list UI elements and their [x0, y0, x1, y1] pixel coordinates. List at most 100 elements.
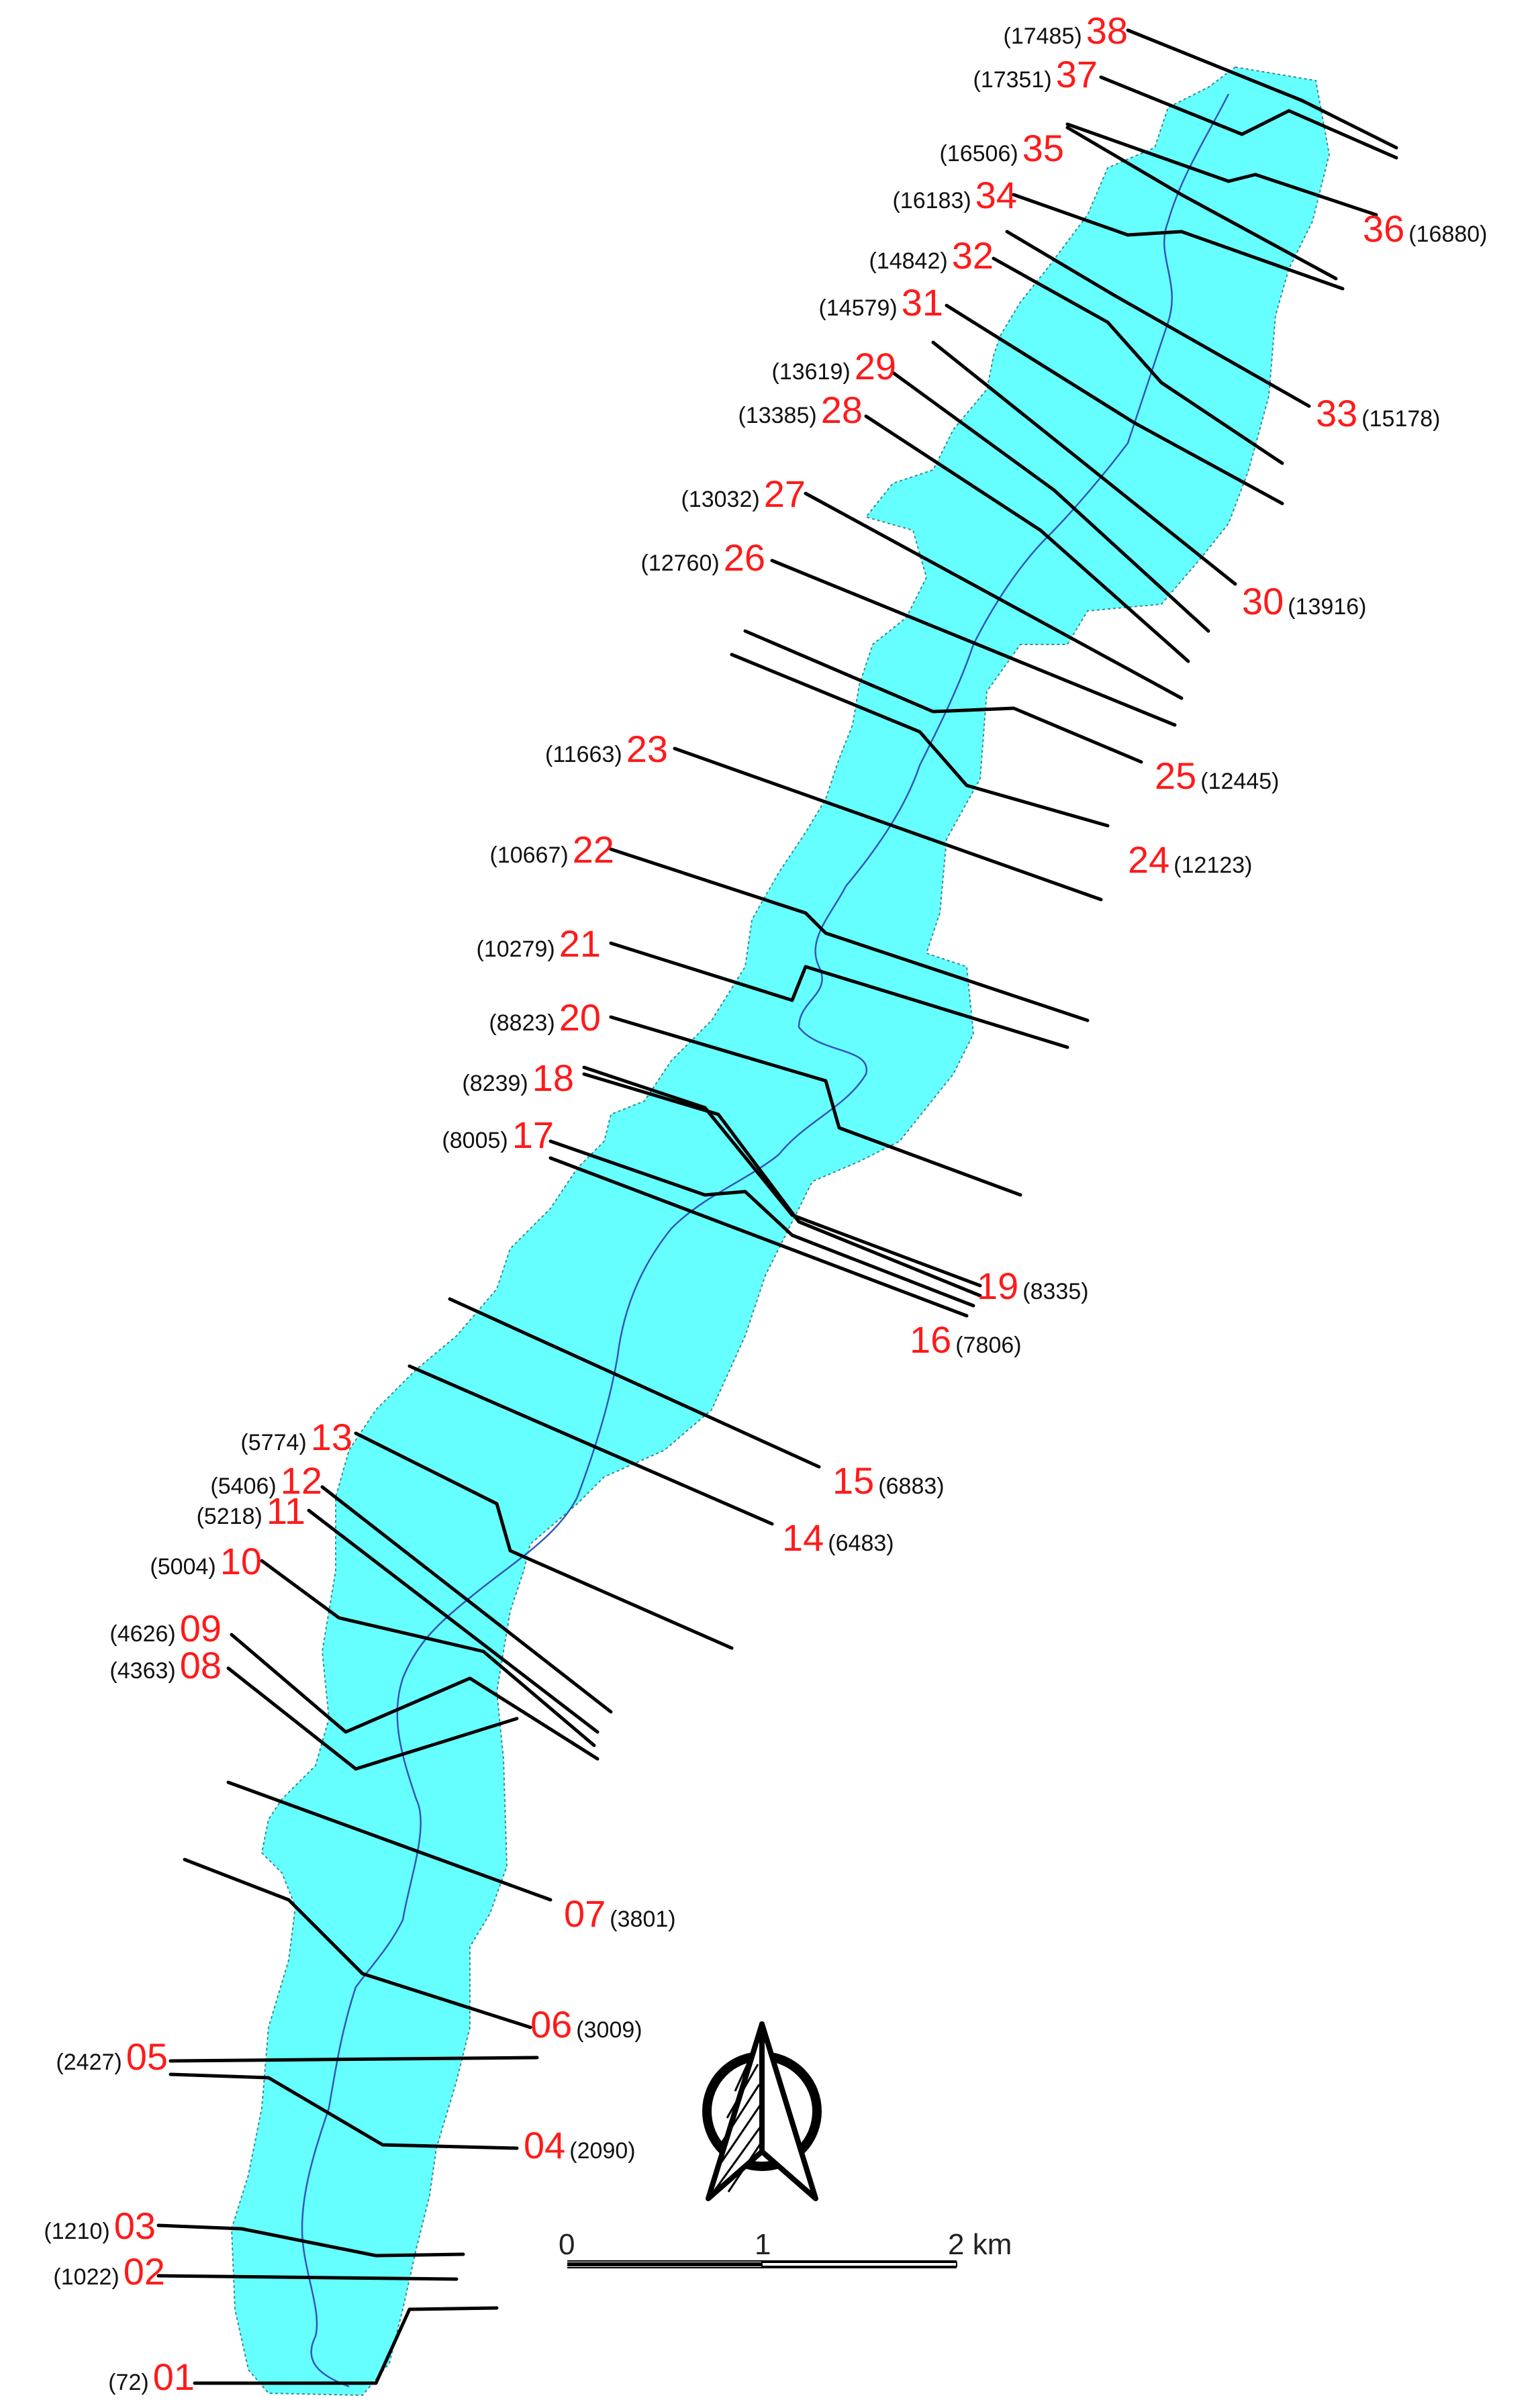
- scale-label-1: 1: [755, 2228, 771, 2261]
- cross-section-line-29: [891, 371, 1210, 633]
- cross-section-chainage: (5774): [240, 1430, 306, 1455]
- cross-section-label-24: 24(12123): [1128, 838, 1253, 881]
- cross-section-label-34: (16183)34: [893, 174, 1018, 216]
- cross-section-number: 38: [1086, 9, 1128, 52]
- scale-bar-segment-dark: [567, 2262, 762, 2266]
- north-arrow-icon: [702, 2021, 822, 2201]
- cross-section-label-19: 19(8335): [977, 1265, 1089, 1307]
- cross-section-line-33: [1005, 230, 1311, 408]
- cross-section-label-12: (5406)12: [210, 1459, 322, 1502]
- cross-section-label-10: (5004)10: [150, 1540, 262, 1582]
- cross-section-chainage: (7806): [955, 1333, 1021, 1358]
- cross-section-line-23: [673, 747, 1103, 902]
- cross-section-label-31: (14579)31: [819, 281, 944, 324]
- cross-section-line-04: [169, 2072, 519, 2150]
- cross-section-line-02: [156, 2274, 459, 2281]
- cross-section-label-11: (5218)11: [197, 1490, 305, 1532]
- cross-section-number: 01: [153, 2356, 195, 2398]
- cross-section-number: 14: [782, 1516, 824, 1559]
- cross-section-label-33: 33(15178): [1316, 392, 1441, 434]
- stream-line: [301, 93, 1230, 2388]
- cross-section-chainage: (16880): [1408, 222, 1487, 247]
- cross-section-label-01: (72)01: [108, 2356, 195, 2398]
- cross-section-number: 30: [1242, 580, 1284, 622]
- cross-section-label-18: (8239)18: [462, 1057, 574, 1099]
- cross-section-number: 15: [832, 1459, 874, 1502]
- cross-section-chainage: (1210): [44, 2219, 109, 2244]
- cross-section-chainage: (6883): [878, 1474, 944, 1499]
- cross-section-chainage: (8823): [489, 1010, 555, 1036]
- cross-section-label-08: (4363)08: [109, 1644, 222, 1686]
- cross-section-number: 36: [1363, 207, 1404, 250]
- cross-section-label-25: 25(12445): [1155, 755, 1280, 797]
- cross-section-chainage: (12445): [1200, 769, 1279, 794]
- cross-section-number: 12: [281, 1459, 322, 1502]
- cross-section-line-35: [1065, 126, 1338, 281]
- cross-section-chainage: (14842): [869, 248, 948, 274]
- cross-section-number: 33: [1316, 392, 1357, 434]
- cross-section-number: 21: [559, 922, 601, 965]
- cross-section-chainage: (8239): [462, 1071, 528, 1096]
- cross-section-chainage: (3009): [576, 2017, 642, 2043]
- cross-section-line-06: [183, 1858, 532, 2029]
- cross-section-label-07: 07(3801): [564, 1892, 676, 1935]
- cross-section-line-14: [407, 1364, 774, 1526]
- cross-section-chainage: (13385): [738, 403, 817, 428]
- cross-section-label-35: (16506)35: [940, 127, 1065, 169]
- cross-section-line-08: [226, 1666, 519, 1771]
- cross-section-number: 16: [910, 1318, 951, 1361]
- cross-section-chainage: (14579): [819, 295, 898, 321]
- cross-section-chainage: (12123): [1173, 853, 1252, 878]
- cross-section-chainage: (8335): [1022, 1279, 1088, 1304]
- cross-section-line-37: [1099, 75, 1398, 160]
- cross-section-chainage: (5406): [210, 1474, 276, 1499]
- cross-section-label-14: 14(6483): [782, 1516, 894, 1559]
- cross-section-label-21: (10279)21: [477, 922, 602, 965]
- cross-section-number: 37: [1056, 53, 1098, 95]
- cross-section-line-17: [548, 1139, 975, 1308]
- cross-section-number: 06: [530, 2003, 572, 2045]
- cross-section-label-22: (10667)22: [490, 828, 615, 871]
- cross-section-line-32: [992, 256, 1284, 465]
- cross-section-line-15: [448, 1297, 821, 1469]
- scale-label-2: 2 km: [948, 2228, 1012, 2261]
- cross-section-number: 09: [180, 1607, 222, 1649]
- cross-section-number: 19: [977, 1265, 1018, 1307]
- cross-section-label-38: (17485)38: [1004, 9, 1128, 52]
- cross-section-chainage: (15178): [1361, 406, 1440, 432]
- cross-section-label-27: (13032)27: [681, 473, 806, 515]
- cross-section-line-13: [354, 1431, 734, 1650]
- cross-section-chainage: (17351): [973, 67, 1052, 93]
- cross-section-label-13: (5774)13: [240, 1416, 352, 1458]
- cross-section-chainage: (11663): [545, 742, 622, 767]
- cross-section-line-10: [260, 1559, 596, 1747]
- cross-section-number: 28: [821, 389, 863, 431]
- cross-section-line-12: [320, 1485, 613, 1714]
- cross-section-number: 24: [1128, 838, 1169, 881]
- cross-section-number: 23: [626, 728, 668, 770]
- cross-section-chainage: (10279): [477, 936, 555, 962]
- cross-section-chainage: (5218): [197, 1504, 262, 1529]
- cross-section-chainage: (13032): [681, 487, 760, 512]
- cross-section-line-31: [945, 303, 1284, 505]
- cross-section-chainage: (13916): [1288, 594, 1366, 620]
- cross-section-label-06: 06(3009): [530, 2003, 642, 2045]
- scale-label-0: 0: [559, 2228, 575, 2261]
- cross-section-chainage: (72): [108, 2370, 148, 2395]
- cross-section-label-29: (13619)29: [772, 345, 897, 387]
- cross-section-line-38: [1126, 28, 1398, 150]
- cross-section-line-16: [548, 1156, 969, 1318]
- cross-section-line-11: [307, 1508, 599, 1734]
- cross-section-number: 32: [952, 234, 994, 277]
- cross-section-chainage: (2427): [56, 2050, 122, 2075]
- cross-section-line-34: [1012, 193, 1345, 291]
- cross-section-number: 25: [1155, 755, 1196, 797]
- cross-section-label-04: 04(2090): [524, 2124, 636, 2166]
- cross-section-line-24: [730, 653, 1110, 828]
- cross-section-number: 34: [975, 174, 1017, 216]
- cross-section-chainage: (6483): [828, 1531, 894, 1556]
- cross-section-number: 31: [902, 281, 943, 324]
- cross-section-chainage: (5004): [150, 1554, 215, 1580]
- cross-section-number: 02: [124, 2250, 165, 2293]
